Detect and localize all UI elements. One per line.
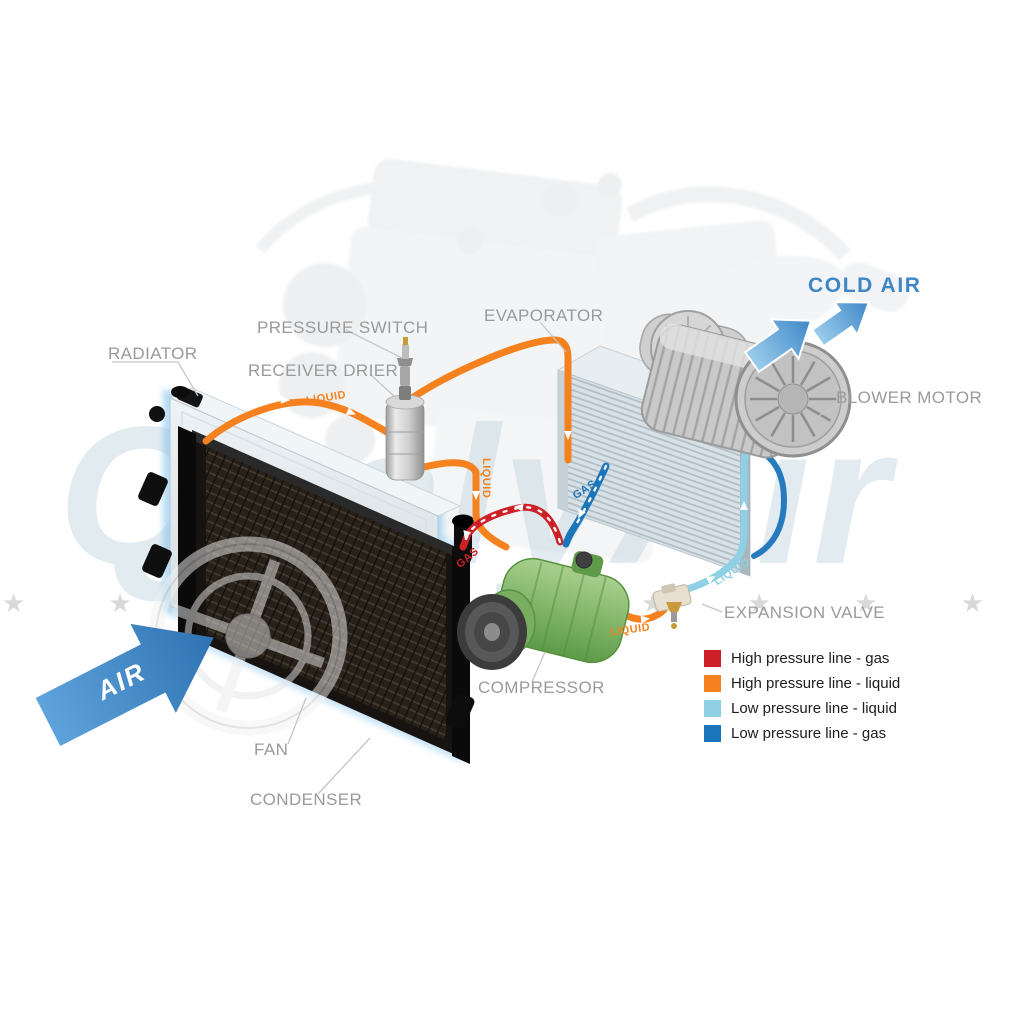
legend-item: Low pressure line - gas [704,725,900,742]
evaporator-label: EVAPORATOR [484,306,604,325]
legend-item: High pressure line - liquid [704,675,900,692]
legend-item: High pressure line - gas [704,650,900,667]
air-arrow [35,623,214,747]
expansion-valve-leader [701,603,723,613]
cold-air-arrows [743,301,871,374]
pressure-switch-label: PRESSURE SWITCH [257,318,429,337]
fan-leader [287,697,307,745]
pressure-switch-leader [345,329,403,359]
cold-air-label: COLD AIR [808,274,922,297]
compressor-leader [531,651,546,683]
receiver-drier [385,337,425,481]
pipe-label-liquid-down-run: LIQUID [480,458,492,499]
radiator-bracket [142,544,172,578]
legend-swatch-high-pressure-gas [704,650,721,667]
receiver-drier-leader [369,373,397,399]
expansion-valve [652,583,692,629]
legend-swatch-low-pressure-gas [704,725,721,742]
radiator-cap [149,386,203,422]
legend-swatch-high-pressure-liquid [704,675,721,692]
legend-item: Low pressure line - liquid [704,700,900,717]
compressor-pulley [457,594,527,670]
condenser-label: CONDENSER [250,790,363,809]
evaporator-leader [539,321,567,353]
low-pressure-gas-pipe [562,462,610,548]
condenser-outlet-fitting [445,693,475,729]
leader-lines [112,321,843,795]
fan-label: FAN [254,740,289,759]
blower-motor-label: BLOWER MOTOR [836,388,983,407]
legend: High pressure line - gas High pressure l… [704,650,900,742]
receiver-drier-label: RECEIVER DRIER [248,361,399,380]
low-pressure-liquid-pipe [674,466,748,596]
condenser-leader [317,737,371,795]
legend-label: High pressure line - gas [731,650,890,667]
pipe-flow-arrows [280,395,748,624]
expansion-valve-label: EXPANSION VALVE [724,603,885,622]
compressor-label: COMPRESSOR [478,678,605,697]
radiator-bracket [138,472,168,506]
blower-front-grille [750,356,836,442]
blower-motor-leader [811,401,843,421]
legend-label: Low pressure line - gas [731,725,887,742]
radiator-leader [112,361,199,397]
compressor [457,551,630,670]
radiator-label: RADIATOR [108,344,198,363]
legend-label: Low pressure line - liquid [731,700,897,717]
legend-label: High pressure line - liquid [731,675,901,692]
legend-swatch-low-pressure-liquid [704,700,721,717]
pressure-switch [397,337,413,386]
